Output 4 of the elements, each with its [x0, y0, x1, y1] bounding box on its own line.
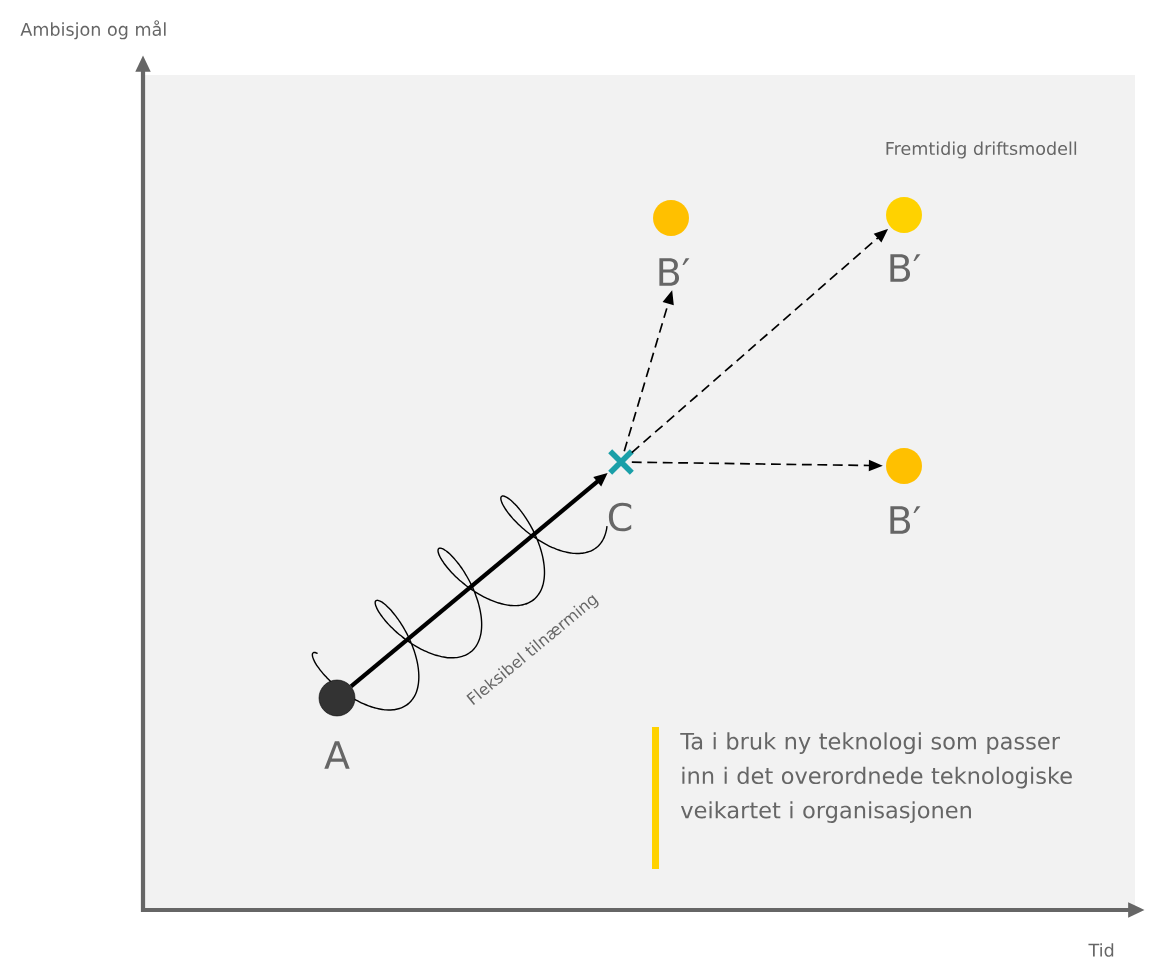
axis-label: Ambisjon og mål	[20, 20, 166, 40]
note-text: Ta i bruk ny teknologi som passer inn i det overordnede teknologiske veikartet i organisasjonen	[680, 732, 1072, 823]
axis-label: Tid	[1088, 943, 1114, 957]
axis-label: Fremtidig driftsmodell	[886, 141, 1077, 159]
